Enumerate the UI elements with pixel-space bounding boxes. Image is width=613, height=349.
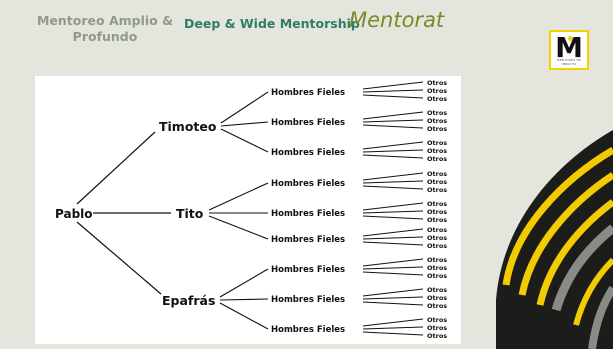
- title-spanish: Mentoreo Amplio & Profundo: [36, 13, 174, 44]
- tree-otros-label: Otros: [427, 302, 447, 310]
- tree-child-label: Hombres Fieles: [271, 179, 345, 189]
- branch-to-child-line: [219, 298, 269, 301]
- logo-caption: MENTORES DE IMPACTO: [556, 58, 582, 66]
- child-to-otros-line: [362, 81, 424, 90]
- child-to-otros-line: [362, 236, 424, 240]
- child-to-otros-line: [362, 202, 424, 211]
- decorative-stripes: [496, 130, 613, 349]
- child-to-otros-line: [362, 141, 424, 150]
- branch-to-child-line: [220, 128, 269, 153]
- tree-otros-label: Otros: [427, 95, 447, 103]
- tree-otros-label: Otros: [427, 294, 447, 302]
- root-to-branch-line: [76, 221, 162, 295]
- tree-otros-label: Otros: [427, 109, 447, 117]
- tree-otros-label: Otros: [427, 139, 447, 147]
- stripe-yellow-1: [502, 146, 613, 286]
- stripe-yellow-2: [518, 172, 613, 296]
- tree-child-label: Hombres Fieles: [271, 265, 345, 275]
- tree-root-label: Pablo: [55, 207, 93, 221]
- child-to-otros-line: [362, 185, 424, 190]
- tree-child-label: Hombres Fieles: [271, 235, 345, 245]
- title-haitian: Mentorat: [349, 8, 445, 32]
- tree-otros-label: Otros: [427, 324, 447, 332]
- child-to-otros-line: [362, 228, 424, 237]
- stripe-yellow-3: [536, 199, 613, 306]
- tree-otros-label: Otros: [427, 286, 447, 294]
- tree-otros-label: Otros: [427, 256, 447, 264]
- tree-otros-label: Otros: [427, 79, 447, 87]
- tree-child-label: Hombres Fieles: [271, 88, 345, 98]
- child-to-otros-line: [362, 215, 424, 220]
- branch-to-child-line: [220, 91, 269, 124]
- child-to-otros-line: [362, 119, 424, 123]
- child-to-otros-line: [362, 331, 424, 336]
- stripe-gray-1: [551, 224, 613, 312]
- branch-to-child-line: [219, 268, 269, 298]
- tree-otros-label: Otros: [427, 216, 447, 224]
- child-to-otros-line: [362, 154, 424, 159]
- branch-to-child-line: [219, 302, 269, 330]
- child-to-otros-line: [362, 172, 424, 181]
- root-to-branch-line: [76, 131, 156, 205]
- title-english: Deep & Wide Mentorship: [184, 16, 360, 31]
- tree-branch-label: Timoteo: [159, 119, 217, 134]
- child-to-otros-line: [362, 210, 424, 214]
- child-to-otros-line: [362, 124, 424, 129]
- child-to-otros-line: [362, 318, 424, 327]
- tree-child-label: Hombres Fieles: [271, 209, 345, 219]
- tree-otros-label: Otros: [427, 155, 447, 163]
- child-to-otros-line: [362, 326, 424, 330]
- tree-child-label: Hombres Fieles: [271, 148, 345, 158]
- branch-to-child-line: [208, 182, 269, 211]
- child-to-otros-line: [362, 180, 424, 184]
- child-to-otros-line: [362, 149, 424, 153]
- tree-otros-label: Otros: [427, 200, 447, 208]
- mentores-logo: M MENTORES DE IMPACTO: [549, 30, 589, 70]
- tree-otros-label: Otros: [427, 264, 447, 272]
- tree-otros-label: Otros: [427, 186, 447, 194]
- tree-otros-label: Otros: [427, 316, 447, 324]
- tree-otros-label: Otros: [427, 87, 447, 95]
- tree-branch-label: Epafrás: [162, 293, 215, 308]
- tree-otros-label: Otros: [427, 208, 447, 216]
- tree-otros-label: Otros: [427, 242, 447, 250]
- tree-otros-label: Otros: [427, 125, 447, 133]
- child-to-otros-line: [362, 258, 424, 267]
- branch-to-child-line: [208, 215, 269, 240]
- child-to-otros-line: [362, 296, 424, 300]
- child-to-otros-line: [362, 271, 424, 276]
- child-to-otros-line: [362, 241, 424, 246]
- child-to-otros-line: [362, 266, 424, 270]
- child-to-otros-line: [362, 111, 424, 120]
- tree-otros-label: Otros: [427, 147, 447, 155]
- tree-branch-label: Tito: [176, 206, 204, 221]
- child-to-otros-line: [362, 94, 424, 99]
- logo-letter: M: [555, 31, 583, 64]
- stripe-gray-2: [588, 285, 613, 349]
- tree-otros-label: Otros: [427, 170, 447, 178]
- child-to-otros-line: [362, 89, 424, 93]
- tree-child-label: Hombres Fieles: [271, 325, 345, 335]
- tree-child-label: Hombres Fieles: [271, 295, 345, 305]
- tree-otros-label: Otros: [427, 234, 447, 242]
- tree-otros-label: Otros: [427, 178, 447, 186]
- tree-otros-label: Otros: [427, 117, 447, 125]
- branch-to-child-line: [220, 121, 269, 127]
- stripe-yellow-4: [573, 257, 613, 326]
- tree-child-label: Hombres Fieles: [271, 118, 345, 128]
- child-to-otros-line: [362, 288, 424, 297]
- tree-otros-label: Otros: [427, 332, 447, 340]
- logo-dot-icon: [568, 36, 573, 41]
- tree-otros-label: Otros: [427, 272, 447, 280]
- tree-otros-label: Otros: [427, 226, 447, 234]
- child-to-otros-line: [362, 301, 424, 306]
